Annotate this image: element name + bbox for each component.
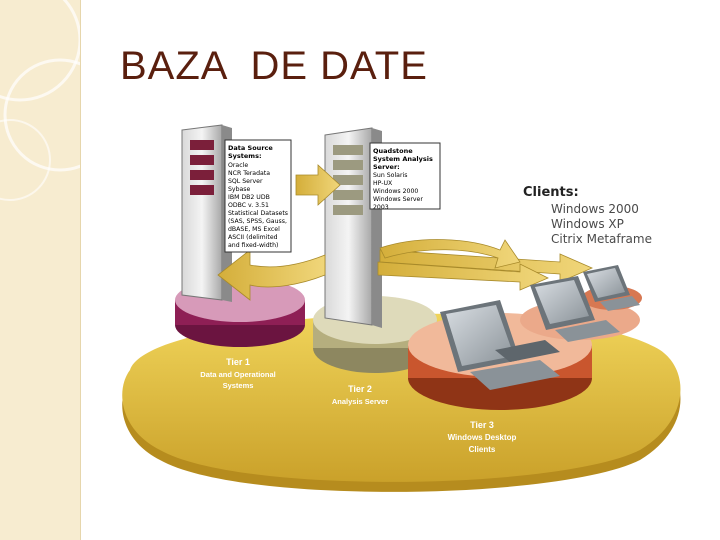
tier1-subtitle: Data and Operational — [200, 370, 275, 379]
tier1-label: Tier 1 Data and Operational Systems — [200, 357, 275, 390]
client-os-item: Windows 2000 — [551, 202, 639, 216]
data-source-item: Sybase — [228, 186, 251, 193]
arrow-tier2-to-tier1 — [217, 249, 326, 301]
data-source-item: Oracle — [228, 162, 248, 169]
client-computer-middle — [530, 276, 620, 342]
quadstone-item: 2003 — [373, 204, 389, 211]
sidebar-divider — [80, 0, 81, 540]
tier3-subtitle: Windows Desktop — [448, 433, 517, 442]
arrows-tier2-to-clients — [377, 239, 593, 291]
client-os-item: Citrix Metaframe — [551, 232, 652, 246]
client-computer-back — [583, 265, 640, 311]
data-source-item: (SAS, SPSS, Gauss, — [228, 218, 287, 225]
data-sources-heading-1: Data Source — [228, 144, 273, 152]
arrow-tier1-to-tier2 — [295, 164, 341, 206]
tier3-subtitle-2: Clients — [469, 445, 496, 454]
sidebar-circles — [0, 0, 80, 201]
tier3-label: Tier 3 Windows Desktop Clients — [448, 420, 517, 454]
data-source-item: dBASE, MS Excel — [228, 226, 280, 233]
data-sources-heading-2: Systems: — [228, 152, 262, 160]
data-source-item: NCR Teradata — [228, 170, 270, 177]
data-sources-box: Data Source Systems: Oracle NCR Teradata… — [224, 139, 292, 253]
slide-title: BAZA DE DATE — [120, 44, 428, 88]
quadstone-item: Windows 2000 — [373, 188, 418, 195]
decorative-sidebar — [0, 0, 80, 540]
tier2-title: Tier 2 — [348, 384, 372, 394]
tier1-subtitle-2: Systems — [223, 381, 254, 390]
data-source-item: Statistical Datasets — [228, 210, 288, 217]
client-os-item: Windows XP — [551, 217, 624, 231]
tier3-title: Tier 3 — [470, 420, 494, 430]
data-source-item: SQL Server — [228, 178, 263, 185]
data-source-item: IBM DB2 UDB — [228, 194, 270, 201]
tier2-label: Tier 2 Analysis Server — [332, 384, 388, 406]
quadstone-heading-2: System Analysis — [373, 155, 433, 163]
quadstone-box: Quadstone System Analysis Server: Sun So… — [369, 142, 441, 211]
quadstone-item: Sun Solaris — [373, 172, 407, 179]
data-source-item: ASCII (delimited — [228, 234, 278, 241]
quadstone-item: Windows Server — [373, 196, 423, 203]
client-computer-front — [440, 300, 560, 390]
quadstone-heading-1: Quadstone — [373, 147, 413, 155]
clients-label: Clients: Windows 2000 Windows XP Citrix … — [523, 185, 652, 246]
clients-heading: Clients: — [523, 185, 579, 200]
tier1-title: Tier 1 — [226, 357, 250, 367]
data-source-item: and fixed-width) — [228, 242, 278, 249]
tier2-subtitle: Analysis Server — [332, 397, 388, 406]
quadstone-heading-3: Server: — [373, 163, 400, 171]
data-source-item: ODBC v. 3.51 — [228, 202, 269, 209]
quadstone-item: HP-UX — [373, 180, 393, 187]
